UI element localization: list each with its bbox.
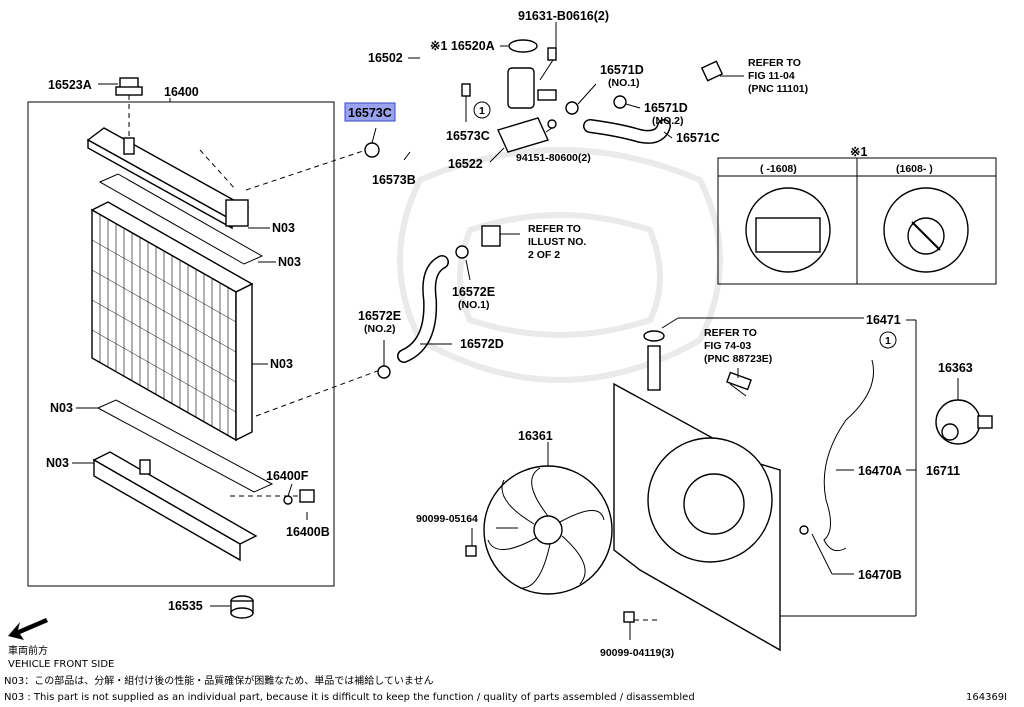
label-n03-c: N03 bbox=[270, 357, 293, 371]
label-16470B: 16470B bbox=[858, 568, 902, 582]
water-inlet-part bbox=[507, 39, 557, 109]
screw-90099-04119 bbox=[623, 611, 660, 640]
upper-tank-part bbox=[86, 127, 250, 230]
label-16571D-2: 16571D bbox=[644, 101, 688, 115]
ref-fig-11-04-line3: (PNC 11101) bbox=[748, 83, 808, 95]
label-16573C: 16573C bbox=[446, 129, 490, 143]
ref-fig-74-03-line3: (PNC 88723E) bbox=[704, 353, 772, 365]
circle-2-label: 1 bbox=[885, 335, 891, 347]
fan-motor-part bbox=[935, 399, 993, 445]
label-16571D-1-note: (NO.1) bbox=[608, 77, 640, 89]
label-n03-a: N03 bbox=[272, 221, 295, 235]
label-16471: 16471 bbox=[866, 313, 901, 327]
label-16573B: 16573B bbox=[372, 173, 416, 187]
bolt-part bbox=[547, 119, 557, 129]
label-16400F: 16400F bbox=[266, 469, 309, 483]
front-jp-label: 車両前方 bbox=[8, 644, 48, 657]
label-16400B: 16400B bbox=[286, 525, 330, 539]
ref-fig-11-04-line1: REFER TO bbox=[748, 57, 801, 69]
inset-mark: ※1 bbox=[850, 145, 867, 159]
label-16470A: 16470A bbox=[858, 464, 902, 478]
label-n03-d: N03 bbox=[50, 401, 73, 415]
upper-gasket-part bbox=[98, 173, 264, 265]
label-16523A: 16523A bbox=[48, 78, 92, 92]
cap-variant-inset bbox=[717, 157, 997, 285]
label-n03-b: N03 bbox=[278, 255, 301, 269]
label-16363: 16363 bbox=[938, 361, 973, 375]
label-16535: 16535 bbox=[168, 599, 203, 613]
label-16520A: ※1 16520A bbox=[430, 39, 495, 53]
screw-90099-05164 bbox=[465, 528, 477, 557]
label-16571D-2-note: (NO.2) bbox=[652, 115, 684, 127]
label-16572E-1-note: (NO.1) bbox=[458, 299, 490, 311]
wire-harness-part bbox=[799, 359, 874, 552]
front-en-label: VEHICLE FRONT SIDE bbox=[8, 659, 114, 670]
heater-hose-part bbox=[565, 60, 724, 144]
highlight-box bbox=[344, 102, 396, 122]
upper-hose-part bbox=[391, 85, 434, 145]
inset-col1-label: ( -1608) bbox=[760, 163, 797, 175]
label-16572E-2-note: (NO.2) bbox=[364, 323, 396, 335]
label-16571D-1: 16571D bbox=[600, 63, 644, 77]
assembly-bracket-lines bbox=[496, 317, 959, 617]
lower-gasket-part bbox=[96, 399, 274, 493]
front-direction-arrow bbox=[8, 618, 48, 640]
ref-illust-line2: ILLUST NO. bbox=[528, 236, 586, 248]
label-16571C: 16571C bbox=[676, 131, 720, 145]
label-94151: 94151-80600(2) bbox=[516, 152, 591, 164]
drain-cock-part bbox=[230, 489, 315, 505]
ref-fig-74-03-line2: FIG 74-03 bbox=[704, 340, 751, 352]
clamp-16573C-2 bbox=[461, 83, 471, 122]
note-en: N03 : This part is not supplied as an in… bbox=[4, 692, 695, 703]
inset-col2-label: (1608- ) bbox=[896, 163, 933, 175]
hose-clamp-16573C bbox=[364, 127, 380, 158]
label-16573C-highlighted: 16573C bbox=[348, 106, 392, 120]
label-16572E-1: 16572E bbox=[452, 285, 495, 299]
circle-1-label: 1 bbox=[479, 105, 485, 117]
radiator-cushion-part bbox=[230, 595, 254, 619]
ref-circle-2 bbox=[879, 331, 897, 349]
fan-blade-part bbox=[483, 465, 613, 595]
label-91631: 91631-B0616(2) bbox=[518, 9, 609, 23]
ref-illust-line1: REFER TO bbox=[528, 223, 581, 235]
ref-fig-74-03-line1: REFER TO bbox=[704, 327, 757, 339]
bracket-part bbox=[497, 117, 549, 153]
figure-id: 164369I bbox=[966, 692, 1007, 703]
label-16711: 16711 bbox=[926, 464, 960, 478]
watermark bbox=[397, 147, 723, 383]
lower-hose-part bbox=[377, 225, 501, 379]
label-16502: 16502 bbox=[368, 51, 403, 65]
ref-illust-line3: 2 OF 2 bbox=[528, 249, 560, 261]
label-90099-05164: 90099-05164 bbox=[416, 513, 478, 525]
radiator-group-box bbox=[27, 101, 335, 587]
label-n03-e: N03 bbox=[46, 456, 69, 470]
lower-tank-part bbox=[92, 451, 258, 562]
label-90099-04119: 90099-04119(3) bbox=[600, 647, 674, 659]
radiator-cap-part bbox=[115, 77, 143, 140]
ref-fig-11-04-line2: FIG 11-04 bbox=[748, 70, 795, 82]
note-jp: N03：この部品は、分解・組付け後の性能・品質確保が困難なため、単品では補給して… bbox=[4, 674, 434, 687]
top-leaders bbox=[383, 22, 744, 366]
label-16522: 16522 bbox=[448, 157, 483, 171]
label-16572E-2: 16572E bbox=[358, 309, 401, 323]
label-16400: 16400 bbox=[164, 85, 199, 99]
radiator-core-part bbox=[90, 201, 254, 442]
radiator-leaders bbox=[72, 83, 308, 607]
label-16572D: 16572D bbox=[460, 337, 504, 351]
ref-circle-1 bbox=[473, 101, 491, 119]
label-16361: 16361 bbox=[518, 429, 553, 443]
fan-shroud-part bbox=[613, 330, 781, 652]
